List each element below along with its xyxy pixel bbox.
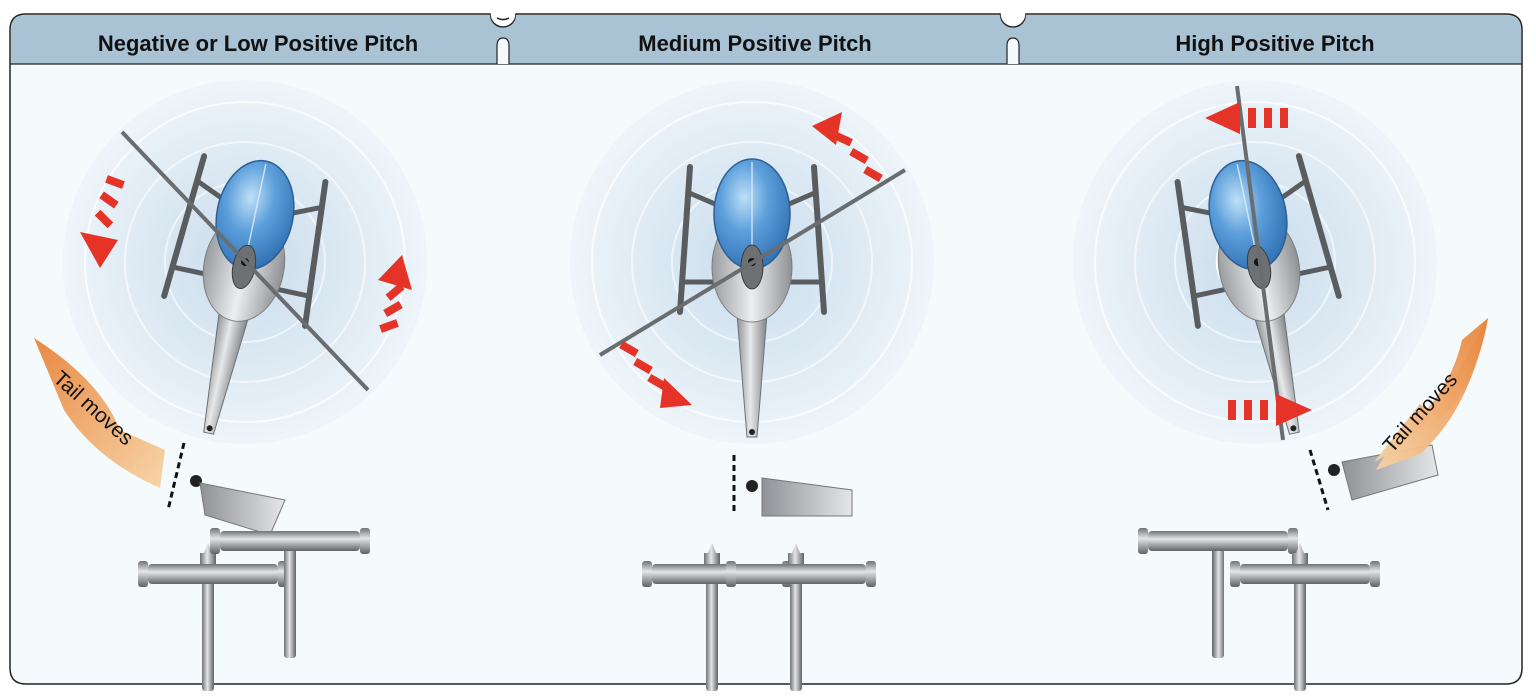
panel-title-high: High Positive Pitch <box>1175 31 1374 56</box>
main-rotor-blade <box>598 168 907 357</box>
tail-rotor <box>166 442 286 536</box>
panel-medium-pitch <box>570 80 934 691</box>
tail-rotor <box>1308 444 1439 511</box>
panel-title-low: Negative or Low Positive Pitch <box>98 31 418 56</box>
rotation-arrow-icon <box>619 112 883 408</box>
rotation-arrow-icon <box>80 175 412 333</box>
tail-rotor <box>732 455 853 517</box>
rotation-arrow-icon <box>1205 102 1312 426</box>
panel-title-medium: Medium Positive Pitch <box>638 31 872 56</box>
panel-low-pitch: Tail moves <box>34 80 427 691</box>
main-rotor-blade <box>1235 85 1285 441</box>
main-rotor-blade <box>120 130 370 392</box>
